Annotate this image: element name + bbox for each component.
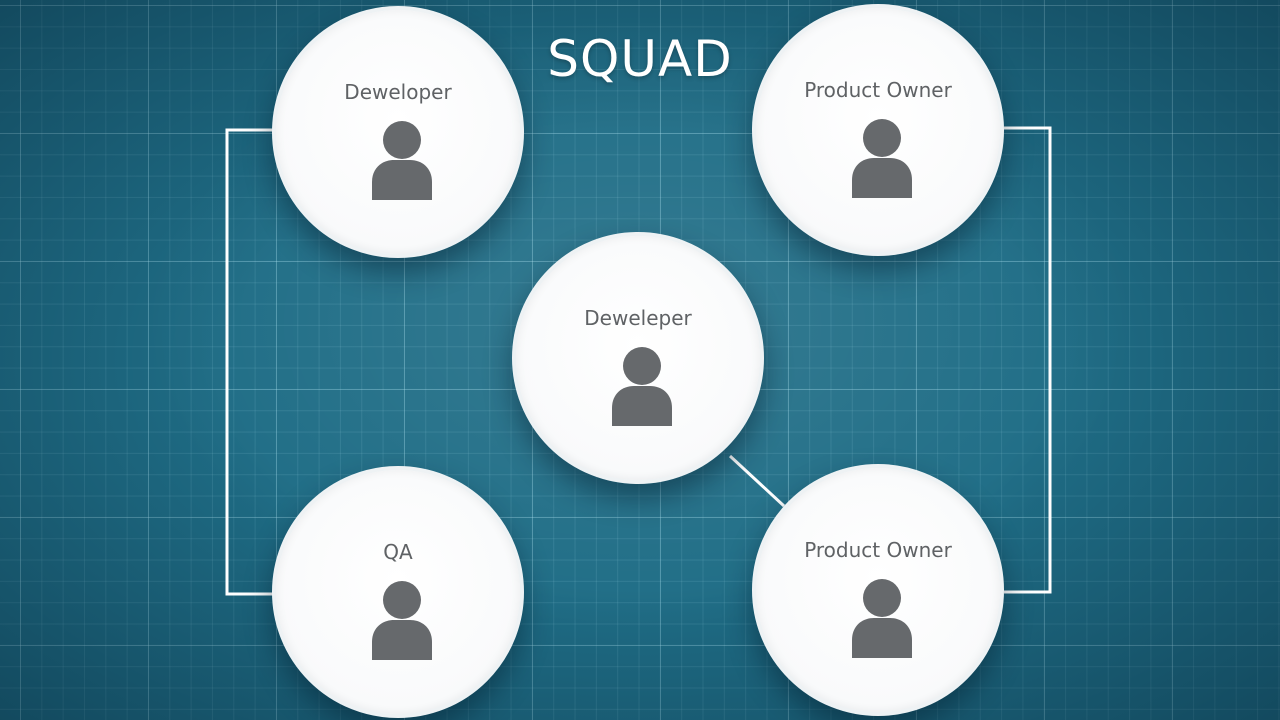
node-product-owner-top: Product Owner bbox=[752, 4, 1004, 256]
connector-left-bracket bbox=[225, 128, 276, 596]
connector-right-bracket bbox=[1004, 126, 1052, 594]
person-icon bbox=[852, 579, 912, 658]
person-icon bbox=[612, 347, 672, 426]
connector-center-to-product-owner bbox=[728, 454, 786, 508]
node-label-qa: QA bbox=[383, 540, 413, 564]
diagram-title: SQUAD bbox=[547, 30, 733, 88]
person-icon bbox=[372, 121, 432, 200]
node-label-developer-top: Deweloper bbox=[344, 80, 452, 104]
node-product-owner-bottom: Product Owner bbox=[752, 464, 1004, 716]
node-developer-center: Deweleper bbox=[512, 232, 764, 484]
person-icon bbox=[372, 581, 432, 660]
person-icon bbox=[852, 119, 912, 198]
node-label-product-owner-top: Product Owner bbox=[804, 78, 952, 102]
node-label-product-owner-bottom: Product Owner bbox=[804, 538, 952, 562]
node-label-developer-center: Deweleper bbox=[584, 306, 692, 330]
node-developer-top: Deweloper bbox=[272, 6, 524, 258]
node-qa: QA bbox=[272, 466, 524, 718]
